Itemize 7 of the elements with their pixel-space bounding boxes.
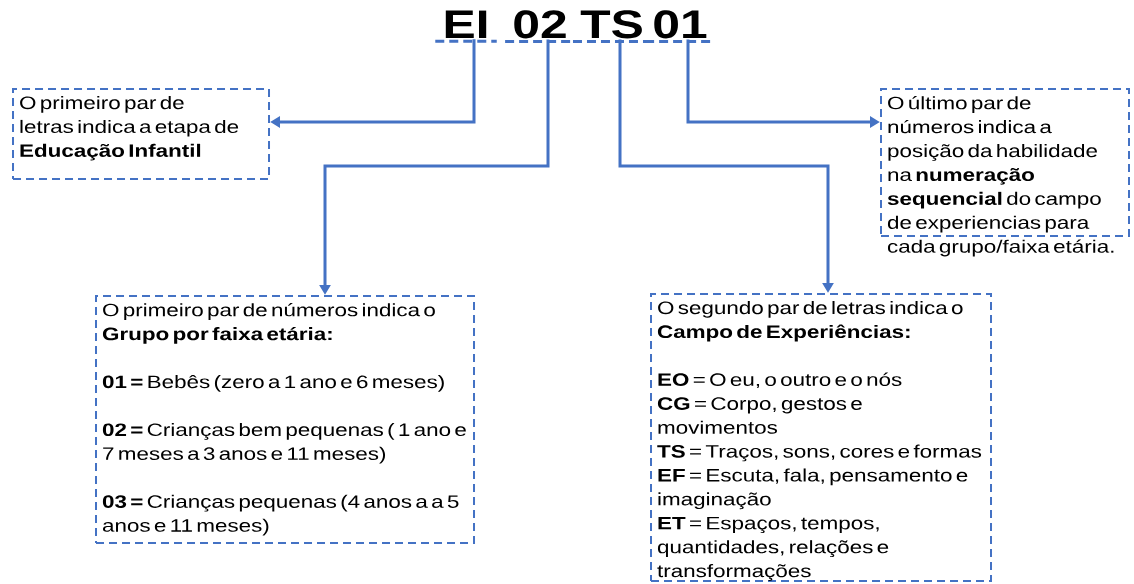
text-box: O segundo par de letras indica o Campo de Experiências: EO = O eu, o outro e o nós CG = Corpo, gestos e movimentos TS = Traços, sons, cores e formas EF = Escuta, fala, pensamento e imaginação ET = Espaços, tempos, quantidades, relações e transformações: [650, 293, 992, 582]
node-label: cada grupo/faixa etária.: [887, 239, 1114, 257]
text-box: O último par de números indica a posição da habilidade na numeração sequencial do campo de experiencias para cada grupo/faixa etária.: [880, 88, 1130, 257]
code-segment: 02: [505, 10, 575, 44]
text-box: O primeiro par de letras indica a etapa de Educação Infantil: [12, 88, 270, 180]
text-box: O primeiro par de números indica o Grupo por faixa etária: 01 = Bebês (zero a 1 ano e 6 meses) 02 = Crianças bem pequenas ( 1 ano e 7 meses a 3 anos e 11 meses) 03 = Crianças pequenas (4 anos a a 5 anos e 11 meses): [95, 295, 475, 544]
code-segment: EI: [435, 10, 497, 43]
